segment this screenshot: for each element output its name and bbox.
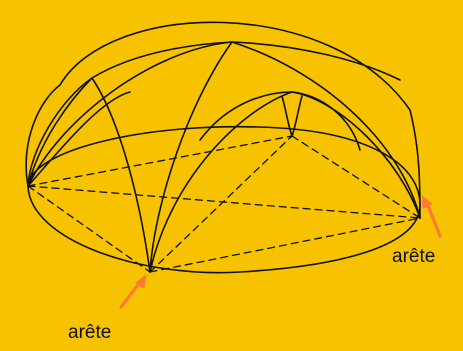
arrow-bottom bbox=[121, 275, 146, 307]
arete-label-bottom: arête bbox=[68, 322, 111, 344]
arete-label-right: arête bbox=[392, 246, 435, 268]
vault-ribs bbox=[26, 22, 420, 272]
dashed-diagonals bbox=[28, 136, 420, 272]
arrow-right bbox=[422, 196, 440, 236]
